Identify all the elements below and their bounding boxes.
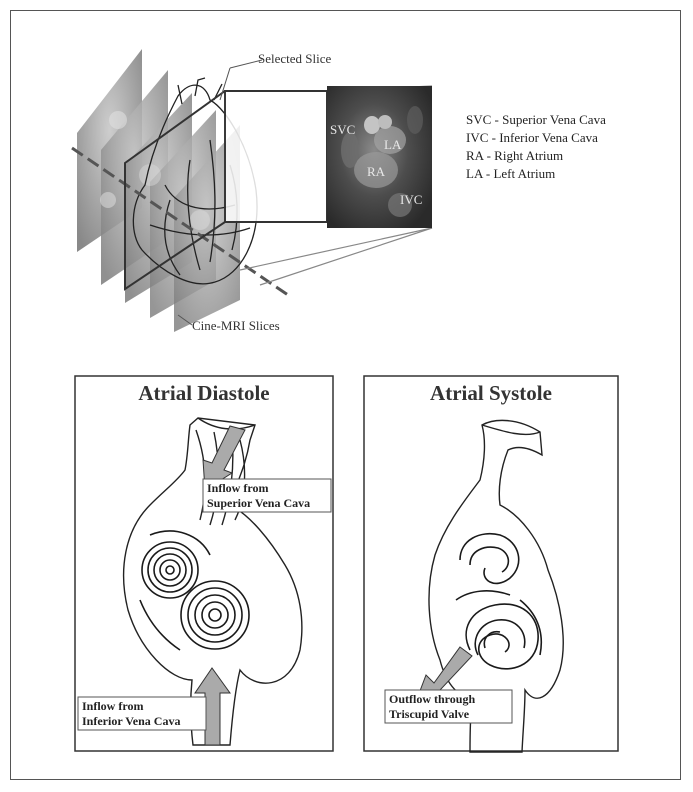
mri-label-la: LA bbox=[384, 137, 402, 152]
diastole-svc-box: Inflow from Superior Vena Cava bbox=[203, 479, 331, 512]
selected-slice-white bbox=[225, 91, 327, 222]
systole-title: Atrial Systole bbox=[430, 381, 552, 405]
diastole-svc-line1: Inflow from bbox=[207, 481, 268, 495]
diastole-ivc-box: Inflow from Inferior Vena Cava bbox=[78, 697, 206, 730]
legend-item-svc: SVC - Superior Vena Cava bbox=[466, 112, 606, 127]
systole-outflow-box: Outflow through Triscupid Valve bbox=[385, 690, 512, 723]
projection-line-bottom bbox=[240, 228, 432, 270]
abbreviation-legend: SVC - Superior Vena Cava IVC - Inferior … bbox=[466, 112, 606, 181]
diastole-svc-line2: Superior Vena Cava bbox=[207, 496, 310, 510]
diastole-title: Atrial Diastole bbox=[138, 381, 269, 405]
panel-atrial-diastole: Atrial Diastole bbox=[75, 376, 333, 751]
mri-label-ra: RA bbox=[367, 164, 386, 179]
diastole-ivc-line2: Inferior Vena Cava bbox=[82, 714, 180, 728]
cine-mri-label: Cine-MRI Slices bbox=[192, 318, 280, 333]
mri-slice-stack bbox=[77, 49, 240, 332]
systole-outflow-line2: Triscupid Valve bbox=[389, 707, 470, 721]
mri-image: SVC LA RA IVC bbox=[327, 86, 432, 228]
mri-label-svc: SVC bbox=[330, 122, 355, 137]
systole-outflow-line1: Outflow through bbox=[389, 692, 475, 706]
legend-item-ivc: IVC - Inferior Vena Cava bbox=[466, 130, 598, 145]
diastole-ivc-line1: Inflow from bbox=[82, 699, 143, 713]
legend-item-la: LA - Left Atrium bbox=[466, 166, 555, 181]
selected-slice-label: Selected Slice bbox=[258, 51, 332, 66]
legend-item-ra: RA - Right Atrium bbox=[466, 148, 563, 163]
panel-atrial-systole: Atrial Systole Outflow through Triscupid… bbox=[364, 376, 618, 752]
mri-label-ivc: IVC bbox=[400, 192, 422, 207]
